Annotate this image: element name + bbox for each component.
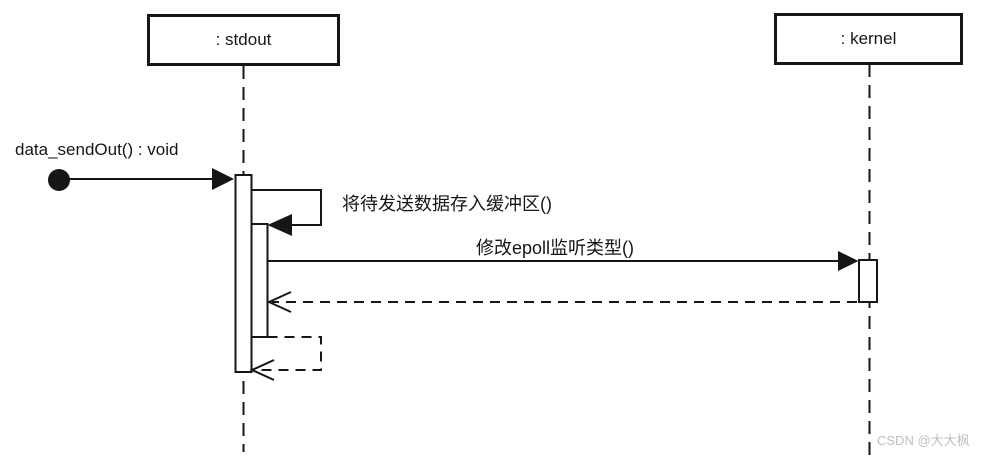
call-arrowhead-icon: [838, 251, 859, 271]
lifeline-head-stdout: : stdout: [147, 14, 340, 66]
stdout-activation-bar: [234, 174, 253, 373]
watermark: CSDN @大大枫: [877, 433, 970, 448]
return-arrowhead-icon: [266, 291, 292, 313]
kernel-activation-bar: [858, 259, 878, 303]
lifeline-head-stdout-label: : stdout: [215, 30, 272, 49]
found-message-label: data_sendOut() : void: [15, 140, 179, 159]
found-message-arrowhead-icon: [212, 168, 234, 190]
lifeline-head-kernel-label: : kernel: [840, 29, 897, 48]
self-call-line: [251, 189, 322, 226]
self-return-arrowhead-icon: [249, 359, 275, 381]
lifeline-head-kernel: : kernel: [774, 13, 963, 65]
self-return-line: [257, 336, 322, 371]
self-call-arrowhead-icon: [267, 214, 292, 236]
stdout-nested-activation-bar: [250, 223, 269, 338]
self-call-message-label: 将待发送数据存入缓冲区(): [342, 194, 552, 214]
call-message-label: 修改epoll监听类型(): [476, 238, 635, 258]
